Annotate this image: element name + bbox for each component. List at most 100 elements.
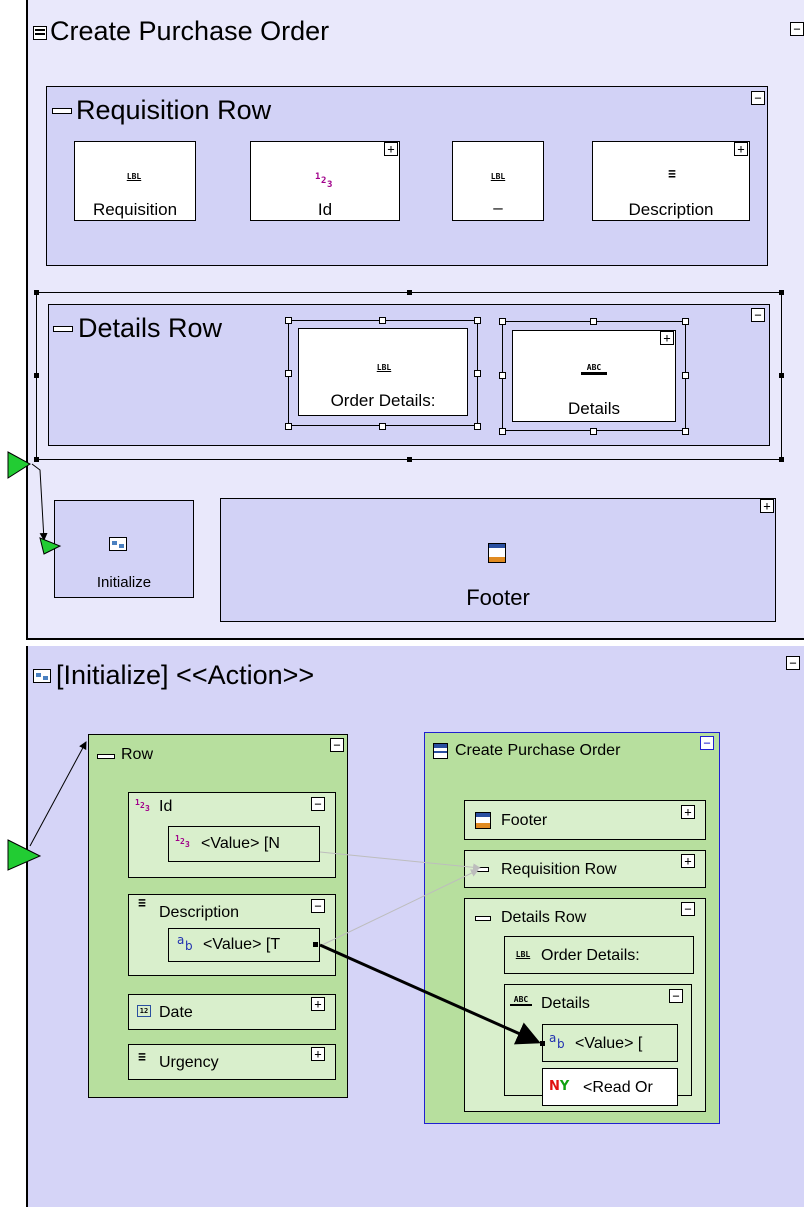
label-icon: LBL xyxy=(515,950,531,959)
resize-handle[interactable] xyxy=(590,318,597,325)
resize-handle[interactable] xyxy=(682,318,689,325)
description-to-requisition-row-connector[interactable] xyxy=(319,869,479,947)
label-icon: LBL xyxy=(490,172,506,181)
footer-icon xyxy=(475,812,491,829)
footer-expand[interactable]: + xyxy=(760,499,774,513)
resize-handle[interactable] xyxy=(285,370,292,377)
requisition-row-node[interactable]: Requisition Row + xyxy=(464,850,706,888)
urgency-node-expand[interactable]: + xyxy=(311,1047,325,1061)
description-node-collapse[interactable]: − xyxy=(311,899,325,913)
resize-handle[interactable] xyxy=(285,423,292,430)
row-icon xyxy=(97,754,115,759)
details-field-expand[interactable]: + xyxy=(660,331,674,345)
label-icon: LBL xyxy=(126,172,142,181)
read-only-node[interactable]: NY <Read Or xyxy=(542,1068,678,1106)
date-node[interactable]: 12 Date + xyxy=(128,994,336,1030)
order-details-node-label: Order Details: xyxy=(541,947,640,964)
selection-handle[interactable] xyxy=(779,290,784,295)
selection-handle[interactable] xyxy=(34,373,39,378)
resize-handle[interactable] xyxy=(379,423,386,430)
requisition-row-node-expand[interactable]: + xyxy=(681,854,695,868)
field-label: Details xyxy=(568,399,620,418)
selection-handle[interactable] xyxy=(34,457,39,462)
abc-input-icon: ABC xyxy=(581,363,607,375)
id-value-label: <Value> [N xyxy=(201,835,280,852)
selection-handle[interactable] xyxy=(407,290,412,295)
resize-handle[interactable] xyxy=(499,372,506,379)
start-arrow-bottom[interactable] xyxy=(7,741,87,871)
action-panel-title: [Initialize] <<Action>> xyxy=(56,660,315,690)
requisition-row-collapse[interactable]: − xyxy=(751,91,765,105)
resize-handle[interactable] xyxy=(474,370,481,377)
id-node-collapse[interactable]: − xyxy=(311,797,325,811)
resize-handle[interactable] xyxy=(474,317,481,324)
order-details-field[interactable]: LBL Order Details: xyxy=(298,328,468,416)
selection-handle[interactable] xyxy=(34,290,39,295)
details-field[interactable]: + ABC Details xyxy=(512,330,676,422)
requisition-label-field[interactable]: LBL Requisition xyxy=(74,141,196,221)
dash-label-field[interactable]: LBL – xyxy=(452,141,544,221)
order-details-node[interactable]: LBL Order Details: xyxy=(504,936,694,974)
initialize-action[interactable]: Initialize xyxy=(54,500,194,598)
form-icon xyxy=(33,26,47,40)
resize-handle[interactable] xyxy=(379,317,386,324)
resize-handle[interactable] xyxy=(682,372,689,379)
abc-input-icon: ABC xyxy=(510,995,532,1006)
resize-handle[interactable] xyxy=(590,428,597,435)
panel-divider xyxy=(0,640,804,646)
description-field[interactable]: + ≡ Description xyxy=(592,141,750,221)
field-label: Id xyxy=(317,200,333,219)
connector-handle[interactable] xyxy=(313,942,318,947)
description-to-details-connector[interactable] xyxy=(319,943,541,1045)
resize-handle[interactable] xyxy=(499,428,506,435)
urgency-node[interactable]: ≡ Urgency + xyxy=(128,1044,336,1080)
details-node-label: Details xyxy=(541,995,590,1012)
details-node-collapse[interactable]: − xyxy=(669,989,683,1003)
row-group-collapse[interactable]: − xyxy=(330,738,344,752)
details-row-node-label: Details Row xyxy=(501,909,587,926)
start-arrow-top[interactable] xyxy=(7,451,62,555)
selection-handle[interactable] xyxy=(779,457,784,462)
id-field-expand[interactable]: + xyxy=(384,142,398,156)
requisition-row-node-label: Requisition Row xyxy=(501,861,617,878)
footer-node-label: Footer xyxy=(501,812,548,829)
resize-handle[interactable] xyxy=(499,318,506,325)
details-row-node-collapse[interactable]: − xyxy=(681,902,695,916)
field-label: Order Details: xyxy=(330,391,436,410)
label-icon: LBL xyxy=(376,363,392,372)
field-label: Description xyxy=(628,200,714,219)
row-group-title: Row xyxy=(121,746,154,763)
resize-handle[interactable] xyxy=(474,423,481,430)
footer-node-expand[interactable]: + xyxy=(681,805,695,819)
row-icon xyxy=(53,326,73,332)
text-lines-icon: ≡ xyxy=(138,1050,146,1065)
description-field-expand[interactable]: + xyxy=(734,142,748,156)
resize-handle[interactable] xyxy=(682,428,689,435)
id-to-requisition-row-connector[interactable] xyxy=(319,851,481,872)
action-icon xyxy=(33,669,51,683)
resize-handle[interactable] xyxy=(285,317,292,324)
row-icon xyxy=(475,916,491,921)
date-node-expand[interactable]: + xyxy=(311,997,325,1011)
date-icon: 12 xyxy=(137,1005,151,1017)
description-node-label: Description xyxy=(159,904,240,921)
details-row-collapse[interactable]: − xyxy=(751,308,765,322)
description-value-label: <Value> [T xyxy=(203,936,281,953)
footer-section[interactable]: + Footer xyxy=(220,498,776,622)
selection-handle[interactable] xyxy=(407,457,412,462)
urgency-node-label: Urgency xyxy=(159,1054,219,1071)
footer-node[interactable]: Footer + xyxy=(464,800,706,840)
selection-handle[interactable] xyxy=(779,373,784,378)
target-group-collapse[interactable]: − xyxy=(700,736,714,750)
action-panel-collapse[interactable]: − xyxy=(786,656,800,670)
yes-no-icon: NY xyxy=(549,1079,570,1094)
text-lines-icon: ≡ xyxy=(138,896,146,911)
